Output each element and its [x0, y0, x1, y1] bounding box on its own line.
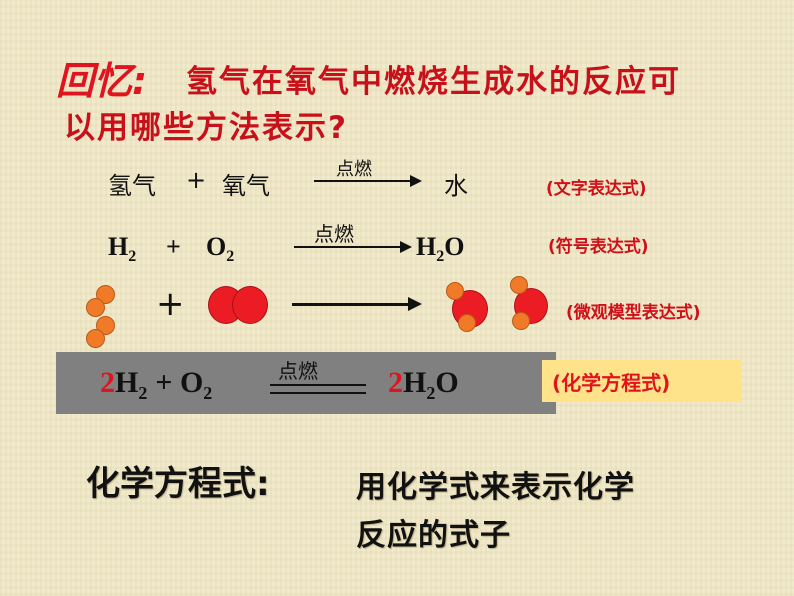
chem-product-sub: 2 — [426, 383, 436, 403]
definition-line-2: 反应的式子 — [356, 518, 511, 553]
oxygen-atom — [232, 286, 268, 324]
symbol-product-o: O — [444, 232, 465, 261]
water-hydrogen-atom — [446, 282, 464, 300]
word-equation-label: (文字表达式) — [546, 179, 647, 199]
symbol-h-sub: 2 — [128, 248, 137, 266]
model-plus: + — [156, 284, 185, 324]
equals-line-bottom — [270, 392, 366, 394]
chem-coef-1: 2 — [100, 366, 115, 399]
hydrogen-atom — [86, 329, 105, 348]
chemical-equation-band — [56, 352, 556, 414]
symbol-h: H — [108, 232, 129, 261]
word-reactant-oxygen: 氧气 — [222, 172, 270, 200]
word-plus: + — [186, 166, 207, 194]
chem-product-o: O — [435, 366, 459, 399]
question-line-1: 氢气在氧气中燃烧生成水的反应可 — [186, 64, 681, 100]
hydrogen-atom — [86, 298, 105, 317]
chemical-equation-label-box — [542, 360, 742, 402]
water-hydrogen-atom — [510, 276, 528, 294]
question-line-2: 以用哪些方法表示? — [64, 110, 348, 146]
word-arrow — [314, 175, 422, 187]
chem-condition: 点燃 — [278, 359, 318, 383]
symbol-product-h2o: H2O — [416, 232, 464, 266]
water-hydrogen-atom — [512, 312, 530, 330]
word-condition: 点燃 — [336, 159, 372, 180]
symbol-product-h: H — [416, 232, 437, 261]
recall-heading: 回忆: — [56, 59, 148, 103]
chem-coef-2: 2 — [388, 366, 403, 399]
chem-product-h: H — [403, 366, 427, 399]
chem-h-sub: 2 — [138, 383, 148, 403]
chem-reactants: 2H2+ O2 — [100, 366, 212, 404]
symbol-equation-label: (符号表达式) — [548, 237, 649, 257]
symbol-plus: + — [166, 232, 181, 261]
chem-product: 2H2O — [388, 366, 459, 404]
chem-plus-o: + O — [155, 366, 204, 399]
model-arrowhead — [408, 297, 422, 311]
equals-line-top — [270, 384, 366, 386]
symbol-reactant-h2: H2 — [108, 232, 136, 266]
model-arrow — [292, 303, 416, 306]
chemical-equation-label: (化学方程式) — [552, 371, 671, 395]
symbol-condition: 点燃 — [314, 222, 354, 246]
model-equation-label: (微观模型表达式) — [566, 303, 701, 323]
chem-o-sub: 2 — [203, 383, 213, 403]
symbol-o-sub: 2 — [226, 248, 235, 266]
word-reactant-hydrogen: 氢气 — [108, 172, 156, 200]
symbol-arrow — [294, 241, 412, 253]
word-product-water: 水 — [444, 172, 468, 200]
definition-line-1: 用化学式来表示化学 — [356, 470, 635, 505]
definition-term: 化学方程式: — [86, 464, 270, 504]
symbol-o: O — [206, 232, 227, 261]
symbol-reactant-o2: O2 — [206, 232, 234, 266]
symbol-product-sub: 2 — [436, 248, 445, 266]
water-hydrogen-atom — [458, 314, 476, 332]
chem-h: H — [115, 366, 139, 399]
